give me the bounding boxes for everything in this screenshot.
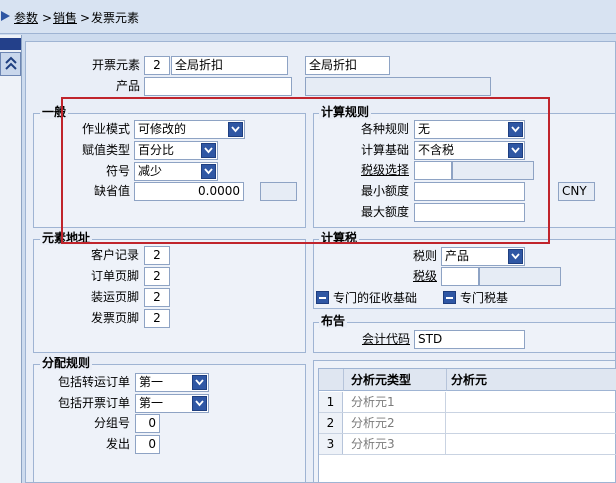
special-tax-base-checkbox[interactable] [443,291,456,304]
analysis-type-cell[interactable]: 分析元1 [344,392,446,412]
row-number: 3 [319,434,343,454]
dropdown-arrow-icon[interactable] [228,122,243,137]
arrow-icon [1,11,10,21]
tax-select-desc-field [452,161,534,180]
sign-label: 符号 [105,164,130,178]
tax-class-desc-field [479,267,561,286]
assign-type-select[interactable]: 百分比 [134,141,218,160]
tax-class-code-field[interactable] [441,267,479,286]
invoice-element-name-field[interactable]: 全局折扣 [171,56,288,75]
row-number: 2 [319,413,343,433]
account-code-field[interactable]: STD [414,330,525,349]
tax-select-link[interactable]: 税级选择 [360,163,409,177]
default-value-label: 缺省值 [93,184,130,198]
grid-corner-header [319,369,344,391]
grid-column-header[interactable]: 分析元类型 [344,369,447,391]
table-row[interactable]: 3 分析元3 [319,434,616,455]
order-footer-label: 订单页脚 [90,269,139,283]
left-nav-strip [0,35,22,483]
dropdown-arrow-icon[interactable] [192,375,207,390]
tax-select-code-field[interactable] [414,161,452,180]
invoice-element-label: 开票元素 [91,58,140,72]
element-address-group-title: 元素地址 [40,231,93,245]
job-mode-select[interactable]: 可修改的 [134,120,245,139]
shipping-footer-field[interactable]: 2 [144,288,170,307]
dropdown-arrow-icon[interactable] [192,396,207,411]
product-desc-field [305,77,491,96]
table-row[interactable]: 2 分析元2 [319,413,616,434]
invoice-element-desc-field[interactable]: 全局折扣 [305,56,390,75]
max-amount-label: 最大额度 [360,205,409,219]
breadcrumb-separator: > [42,11,53,25]
tax-rule-label: 税则 [412,249,437,263]
analysis-value-cell[interactable] [447,413,616,433]
breadcrumb-separator: > [80,11,91,25]
min-amount-field[interactable] [414,182,525,201]
special-collection-base-checkbox[interactable] [316,291,329,304]
include-invoice-label: 包括开票订单 [57,396,130,410]
table-row[interactable]: 1 分析元1 [319,392,616,413]
special-collection-base-label: 专门的征收基础 [333,291,418,305]
default-unit-field [260,182,297,201]
product-field[interactable] [144,77,292,96]
invoice-footer-label: 发票页脚 [90,311,139,325]
collapse-button[interactable] [0,52,21,76]
breadcrumb-bar [0,0,616,34]
customer-record-label: 客户记录 [90,248,139,262]
tax-class-link[interactable]: 税级 [412,269,437,283]
customer-record-field[interactable]: 2 [144,246,170,265]
analysis-type-cell[interactable]: 分析元2 [344,413,446,433]
assign-type-label: 赋值类型 [81,143,130,157]
special-tax-base-label: 专门税基 [460,291,509,305]
analysis-value-cell[interactable] [447,434,616,454]
group-number-label: 分组号 [93,416,130,430]
row-number: 1 [319,392,343,412]
default-value-field[interactable]: 0.0000 [134,182,244,201]
invoice-element-number-field[interactable]: 2 [144,56,170,75]
include-shipping-label: 包括转运订单 [57,375,130,389]
shipping-footer-label: 装运页脚 [90,290,139,304]
calc-rules-group-title: 计算规则 [319,105,372,119]
distribution-group-title: 分配规则 [40,356,93,370]
analysis-grid: 分析元类型 分析元 1 分析元1 2 分析元2 3 分析元3 [318,368,616,483]
left-nav-header [0,38,21,50]
issue-field[interactable]: 0 [135,435,160,454]
invoice-footer-field[interactable]: 2 [144,309,170,328]
max-amount-field[interactable] [414,203,525,222]
analysis-type-cell[interactable]: 分析元3 [344,434,446,454]
product-label: 产品 [115,79,140,93]
account-code-link[interactable]: 会计代码 [361,332,410,346]
rules-label: 各种规则 [360,122,409,136]
posting-group-title: 布告 [319,314,348,328]
job-mode-label: 作业模式 [81,122,130,136]
dropdown-arrow-icon[interactable] [201,143,216,158]
grid-column-header[interactable]: 分析元 [447,369,616,391]
analysis-value-cell[interactable] [447,392,616,412]
breadcrumb-current: 发票元素 [91,11,140,25]
order-footer-field[interactable]: 2 [144,267,170,286]
tax-rule-select[interactable]: 产品 [441,247,525,266]
double-chevron-up-icon [5,56,17,70]
calc-basis-label: 计算基础 [360,143,409,157]
min-amount-label: 最小额度 [360,184,409,198]
currency-field: CNY [558,182,595,201]
include-shipping-select[interactable]: 第一 [135,373,209,392]
sign-select[interactable]: 减少 [134,162,218,181]
calc-basis-select[interactable]: 不含税 [414,141,525,160]
dropdown-arrow-icon[interactable] [201,164,216,179]
rules-select[interactable]: 无 [414,120,525,139]
dropdown-arrow-icon[interactable] [508,143,523,158]
dropdown-arrow-icon[interactable] [508,249,523,264]
highlight-box [61,97,550,244]
include-invoice-select[interactable]: 第一 [135,394,209,413]
group-number-field[interactable]: 0 [135,414,160,433]
dropdown-arrow-icon[interactable] [508,122,523,137]
breadcrumb-sales-link[interactable]: 销售 [53,11,78,25]
breadcrumb-parameters-link[interactable]: 参数 [14,11,39,25]
issue-label: 发出 [105,437,130,451]
calc-tax-group-title: 计算税 [319,231,360,245]
